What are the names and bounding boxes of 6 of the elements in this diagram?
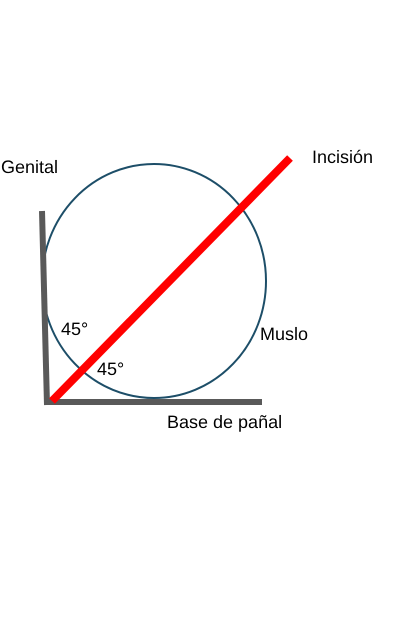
angle-label: 45° xyxy=(97,358,124,380)
region-label: Muslo xyxy=(260,323,308,345)
angle-label: 45° xyxy=(61,318,88,340)
line-label: Incisión xyxy=(312,146,374,168)
region-label: Genital xyxy=(1,156,58,178)
region-label: Base de pañal xyxy=(167,411,282,433)
